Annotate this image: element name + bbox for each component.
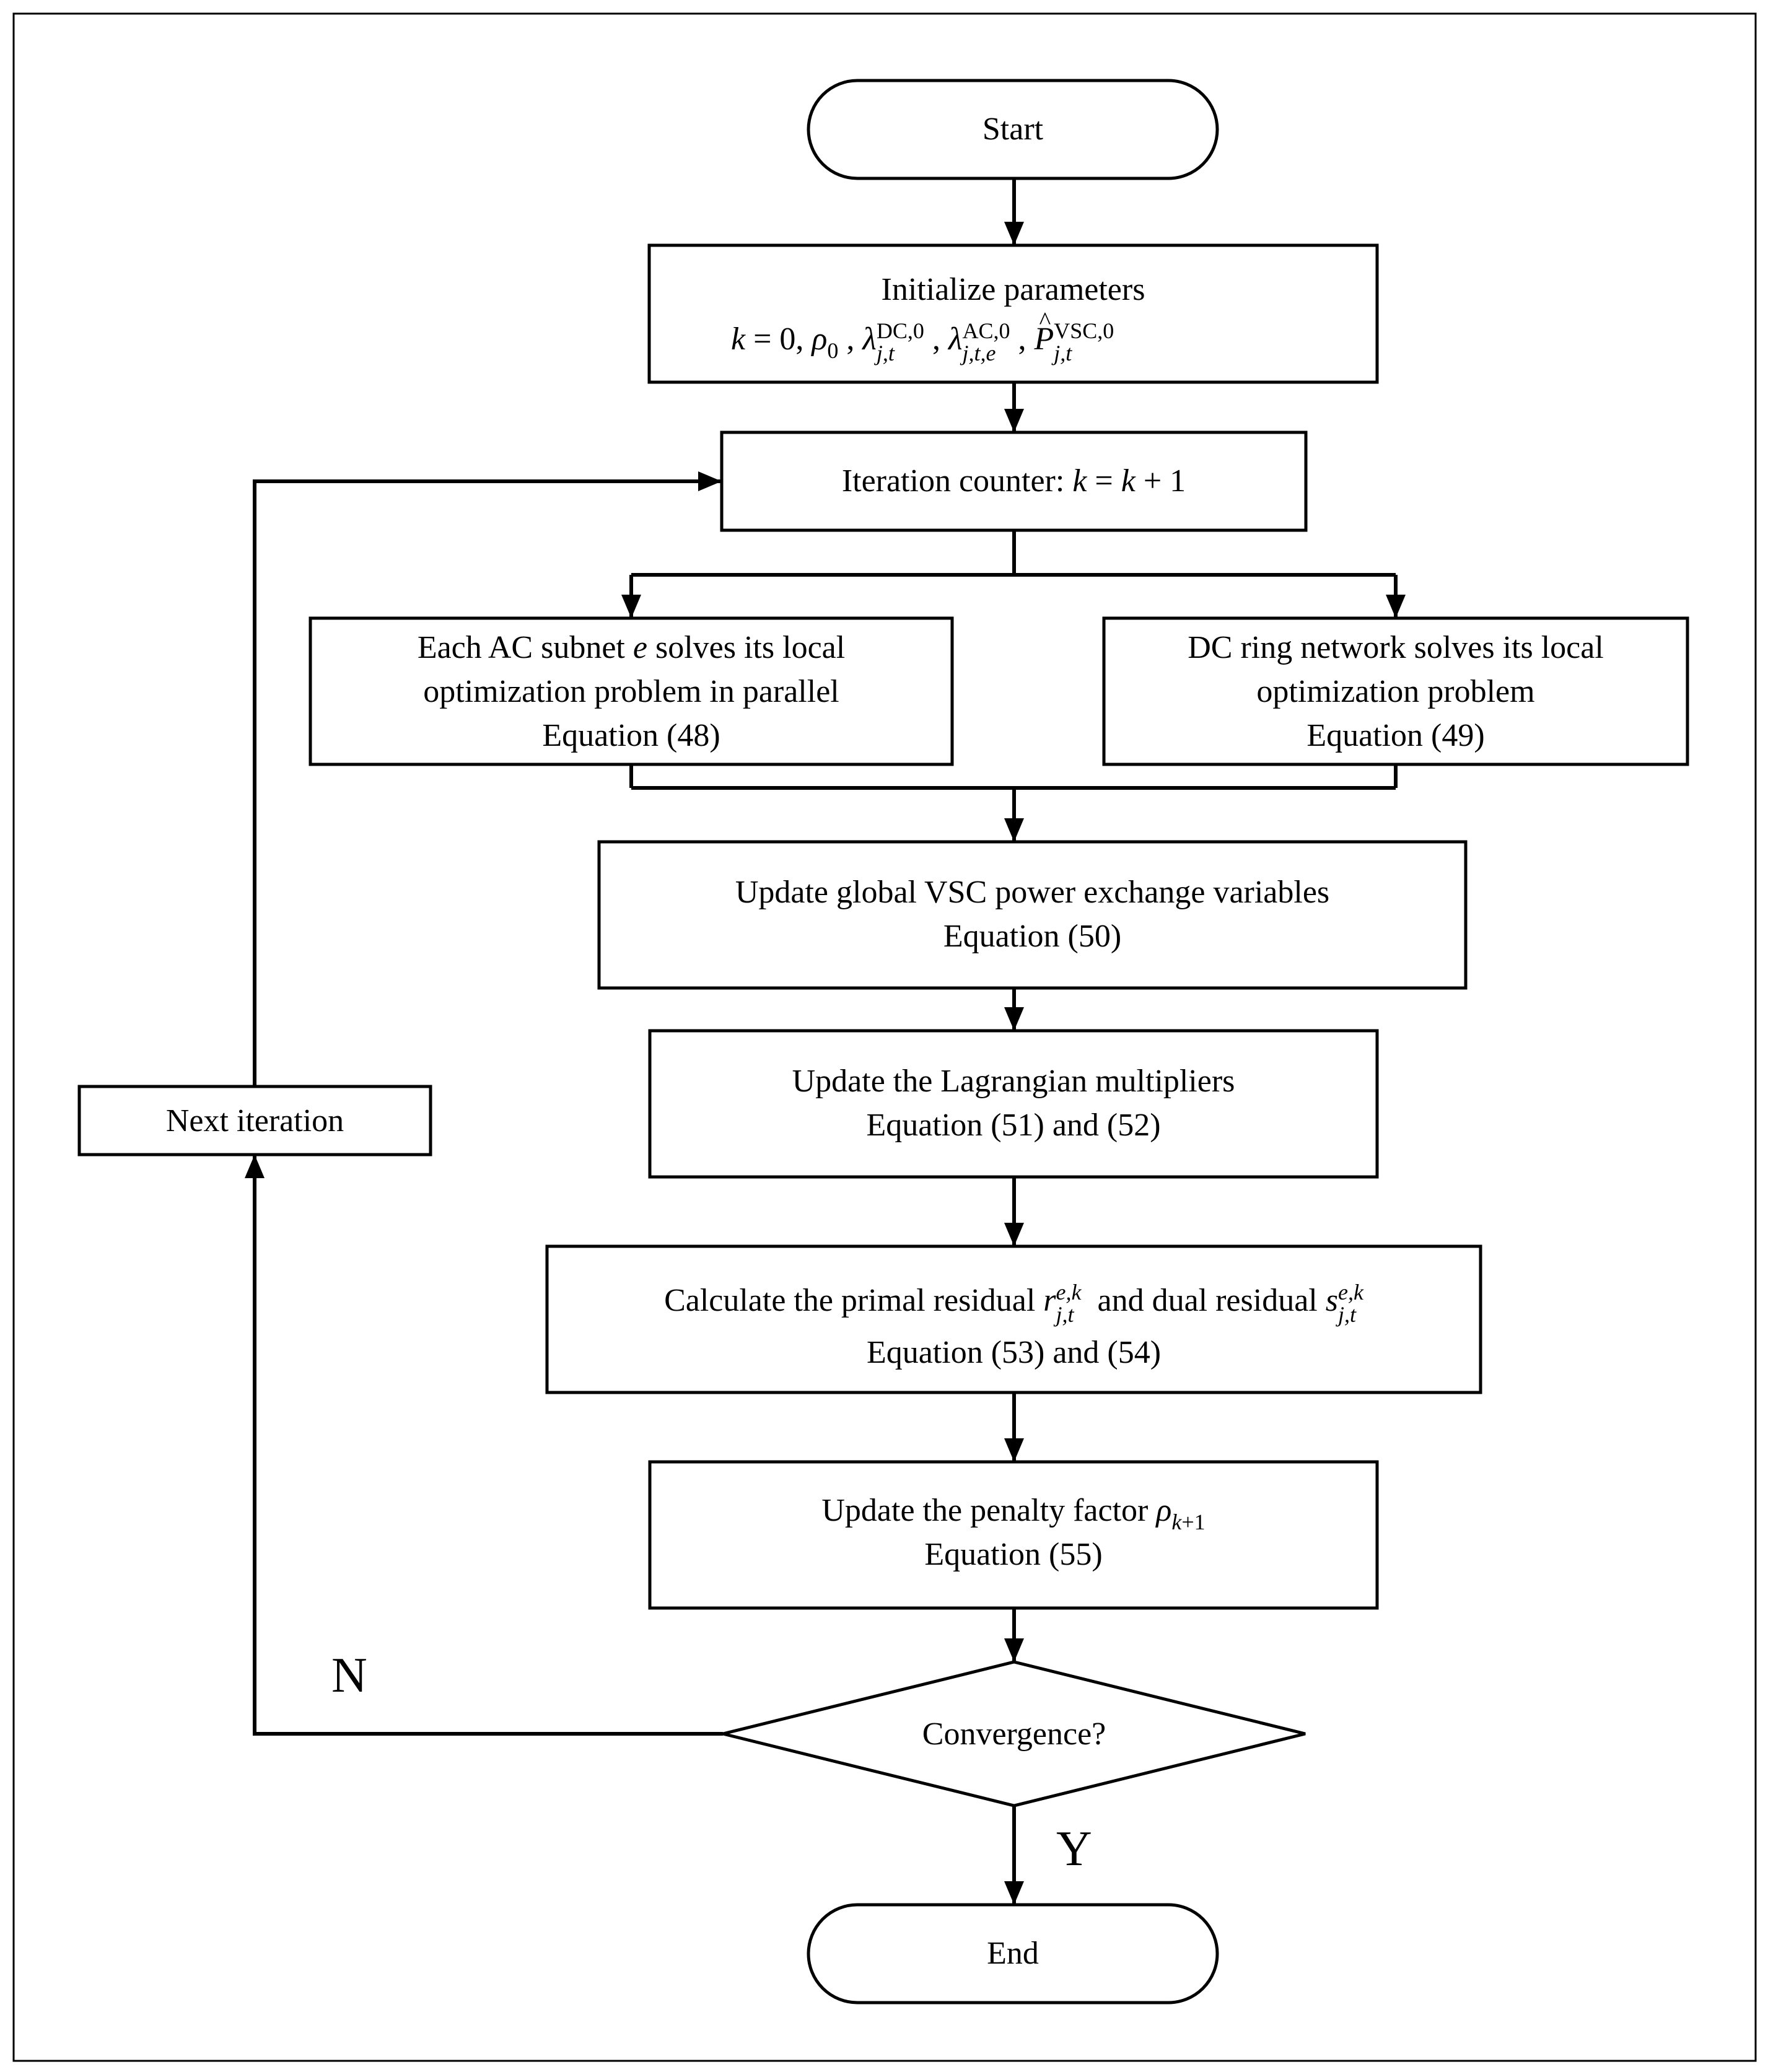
next-iteration-label: Next iteration — [165, 1103, 344, 1139]
dc-line3: Equation (49) — [1306, 718, 1485, 753]
start-label: Start — [982, 111, 1044, 147]
vsc-line2: Equation (50) — [943, 919, 1122, 954]
counter-label: Iteration counter: k = k + 1 — [841, 463, 1186, 499]
init-formula: k = 0, ρ0 , λDC,0j,t , λAC,0j,t,e , PVSC… — [731, 299, 1350, 364]
init-title: Initialize parameters — [881, 272, 1145, 307]
penalty-line2: Equation (55) — [924, 1537, 1103, 1572]
dc-line1: DC ring network solves its local — [1188, 630, 1604, 665]
edge-label-yes: Y — [1056, 1822, 1092, 1876]
edge-label-no: N — [331, 1648, 367, 1703]
loop-next-to-counter — [253, 471, 722, 1086]
outer-frame — [12, 12, 1757, 2062]
ac-box — [309, 616, 954, 766]
end-terminator — [807, 1903, 1219, 2004]
penalty-line1: Update the penalty factor ρk+1 — [821, 1493, 1206, 1534]
dc-box — [1102, 616, 1689, 766]
resid-box — [545, 1244, 1482, 1394]
convergence-label: Convergence? — [922, 1716, 1106, 1752]
lagr-line1: Update the Lagrangian multipliers — [792, 1064, 1235, 1099]
end-label: End — [987, 1936, 1039, 1971]
dc-line2: optimization problem — [1256, 674, 1535, 709]
resid-line2: Equation (53) and (54) — [866, 1335, 1162, 1370]
vsc-line1: Update global VSC power exchange variabl… — [735, 875, 1330, 910]
counter-box — [720, 431, 1308, 532]
lagr-line2: Equation (51) and (52) — [866, 1108, 1161, 1143]
ac-line3: Equation (48) — [542, 718, 720, 753]
vsc-box — [597, 840, 1468, 990]
init-box — [647, 243, 1379, 384]
ac-line2: optimization problem in parallel — [423, 674, 839, 709]
ac-line1: Each AC subnet e solves its local — [417, 630, 846, 665]
next-iteration-box — [77, 1085, 432, 1156]
loop-no-to-next — [245, 1155, 723, 1736]
